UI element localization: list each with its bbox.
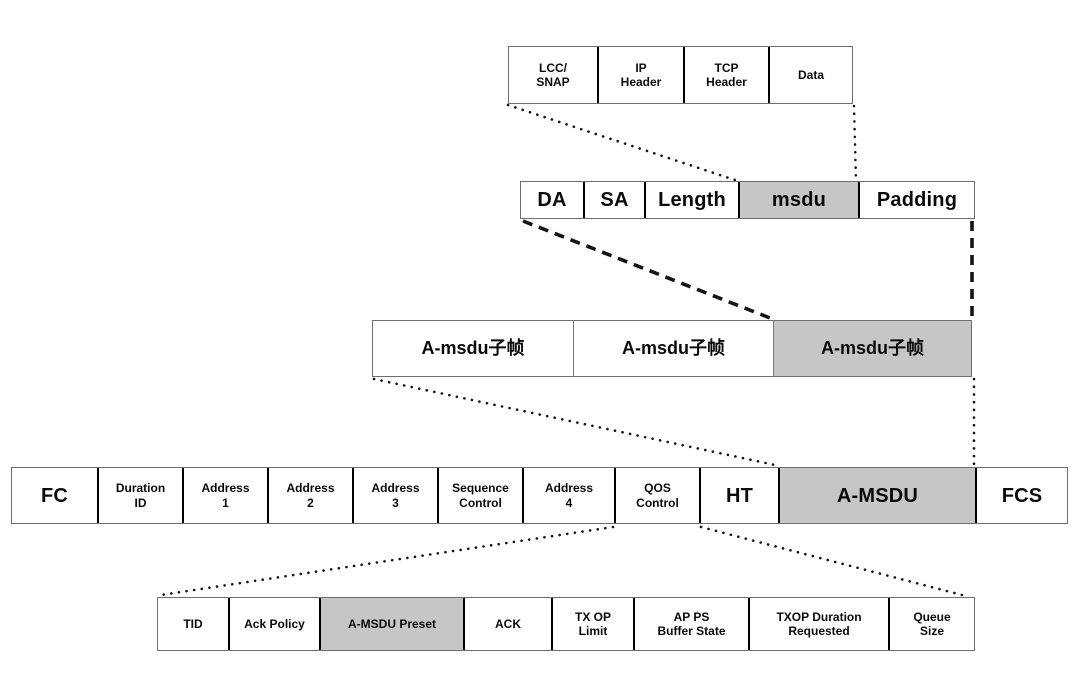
cell-data: Data bbox=[768, 47, 852, 103]
cell-queue-size: Queue Size bbox=[888, 598, 974, 650]
cell-txop-limit: TX OP Limit bbox=[551, 598, 633, 650]
cell-amsdu-subframe-2: A-msdu子帧 bbox=[573, 321, 773, 376]
amsdu-aggregate-row: A-msdu子帧 A-msdu子帧 A-msdu子帧 bbox=[372, 320, 972, 377]
cell-length: Length bbox=[644, 182, 738, 218]
cell-ht: HT bbox=[699, 468, 778, 523]
cell-padding: Padding bbox=[858, 182, 974, 218]
cell-ap-ps-buffer-state: AP PS Buffer State bbox=[633, 598, 748, 650]
cell-qos-control: QOS Control bbox=[614, 468, 699, 523]
cell-address-4: Address 4 bbox=[522, 468, 614, 523]
cell-amsdu-subframe-1: A-msdu子帧 bbox=[373, 321, 573, 376]
cell-fcs: FCS bbox=[975, 468, 1067, 523]
connector-qos-expand-right-dotted bbox=[699, 525, 964, 597]
connector-msdu-expand-right-dotted bbox=[852, 104, 858, 182]
cell-tcp-header: TCP Header bbox=[683, 47, 768, 103]
cell-da: DA bbox=[521, 182, 583, 218]
msdu-contents-row: LCC/ SNAP IP Header TCP Header Data bbox=[508, 46, 853, 104]
mac-frame-row: FC Duration ID Address 1 Address 2 Addre… bbox=[11, 467, 1068, 524]
cell-lcc-snap: LCC/ SNAP bbox=[509, 47, 597, 103]
qos-control-fields-row: TID Ack Policy A-MSDU Preset ACK TX OP L… bbox=[157, 597, 975, 651]
cell-txop-duration-requested: TXOP Duration Requested bbox=[748, 598, 888, 650]
cell-tid: TID bbox=[158, 598, 228, 650]
cell-a-msdu: A-MSDU bbox=[778, 468, 975, 523]
amsdu-subframe-structure-row: DA SA Length msdu Padding bbox=[520, 181, 975, 219]
cell-duration-id: Duration ID bbox=[97, 468, 182, 523]
cell-amsdu-preset: A-MSDU Preset bbox=[319, 598, 463, 650]
connector-qos-expand-left-dotted bbox=[159, 525, 615, 597]
cell-address-1: Address 1 bbox=[182, 468, 267, 523]
cell-address-2: Address 2 bbox=[267, 468, 352, 523]
cell-fc: FC bbox=[12, 468, 97, 523]
connector-msdu-expand-left-dotted bbox=[506, 103, 737, 182]
cell-address-3: Address 3 bbox=[352, 468, 437, 523]
connector-subframe-expand-left-dashed bbox=[522, 219, 771, 320]
cell-ack-policy: Ack Policy bbox=[228, 598, 319, 650]
connector-amsdu-expand-left-dotted bbox=[372, 377, 777, 467]
cell-sequence-control: Sequence Control bbox=[437, 468, 522, 523]
cell-msdu: msdu bbox=[738, 182, 858, 218]
cell-amsdu-subframe-3: A-msdu子帧 bbox=[773, 321, 971, 376]
cell-sa: SA bbox=[583, 182, 644, 218]
cell-ack: ACK bbox=[463, 598, 551, 650]
cell-ip-header: IP Header bbox=[597, 47, 683, 103]
